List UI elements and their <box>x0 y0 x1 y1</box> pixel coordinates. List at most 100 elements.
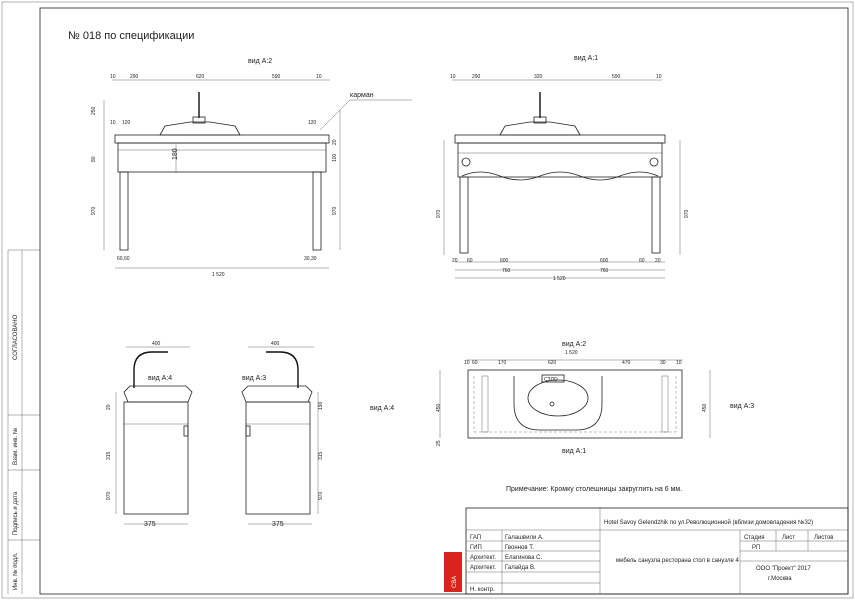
svg-text:ООО "Проект" 2017: ООО "Проект" 2017 <box>756 566 811 572</box>
margin-inv-orig: Инв. № подл. <box>12 552 19 590</box>
pocket-label: карман <box>350 92 374 99</box>
svg-text:20: 20 <box>452 258 458 264</box>
svg-text:г.Москва: г.Москва <box>768 576 792 582</box>
svg-text:Елагинова С.: Елагинова С. <box>505 555 542 561</box>
svg-text:970: 970 <box>332 206 338 215</box>
inner-frame <box>39 7 849 595</box>
svg-text:1 520: 1 520 <box>212 272 225 278</box>
svg-text:10: 10 <box>450 74 456 80</box>
svg-text:970: 970 <box>436 209 442 218</box>
svg-text:760: 760 <box>502 268 511 274</box>
svg-text:СЗЛО: СЗЛО <box>544 377 558 383</box>
note: Примечание: Кромку столешницы закруглить… <box>506 486 682 493</box>
svg-text:30,30: 30,30 <box>304 256 317 262</box>
plan-bottom-label: вид А:1 <box>562 448 586 455</box>
title-block: Hotel Savoy Gelendzhik по ул.Революционн… <box>444 507 849 595</box>
svg-text:190: 190 <box>318 401 324 410</box>
svg-text:250: 250 <box>91 106 97 115</box>
svg-text:970: 970 <box>318 491 324 500</box>
svg-text:970: 970 <box>106 491 112 500</box>
svg-text:Н. контр.: Н. контр. <box>470 587 495 593</box>
margin-strip: СОГЛАСОВАНО Взам. инв. № Подпись и дата … <box>7 249 40 594</box>
svg-text:Галайда В.: Галайда В. <box>505 564 536 571</box>
svg-text:320: 320 <box>534 74 543 80</box>
svg-text:20: 20 <box>655 258 661 264</box>
svg-text:10: 10 <box>110 74 116 80</box>
svg-text:600: 600 <box>600 258 609 264</box>
svg-text:Листов: Листов <box>814 535 834 541</box>
svg-text:Лист: Лист <box>782 535 795 541</box>
svg-text:20: 20 <box>332 139 338 145</box>
svg-text:60: 60 <box>467 258 473 264</box>
svg-text:60: 60 <box>639 258 645 264</box>
svg-text:970: 970 <box>684 209 690 218</box>
svg-text:10: 10 <box>464 360 470 366</box>
svg-text:60,60: 60,60 <box>117 256 130 262</box>
margin-agreed: СОГЛАСОВАНО <box>13 314 19 360</box>
view-a2-label: вид А:2 <box>248 58 272 65</box>
svg-text:Архитект.: Архитект. <box>470 555 496 561</box>
svg-text:400: 400 <box>271 341 280 347</box>
svg-text:Галашвили А.: Галашвили А. <box>505 535 544 541</box>
svg-text:590: 590 <box>272 74 281 80</box>
company-logo <box>444 552 462 592</box>
svg-text:Стадия: Стадия <box>744 535 764 541</box>
svg-text:375: 375 <box>144 521 156 528</box>
svg-text:120: 120 <box>308 120 317 126</box>
svg-text:290: 290 <box>130 74 139 80</box>
svg-text:Архитект.: Архитект. <box>470 565 496 571</box>
stage-value: РП <box>752 545 760 551</box>
svg-text:60: 60 <box>472 360 478 366</box>
svg-text:80: 80 <box>91 156 97 162</box>
svg-text:25: 25 <box>436 440 442 446</box>
plan-right-label: вид А:3 <box>730 403 754 410</box>
svg-text:970: 970 <box>91 206 97 215</box>
svg-text:10: 10 <box>656 74 662 80</box>
plan-view: вид А:2 1 520 10 60 170 620 470 30 10 СЗ… <box>436 341 754 455</box>
svg-text:10: 10 <box>110 120 116 126</box>
svg-text:30: 30 <box>660 360 666 366</box>
svg-text:450: 450 <box>436 403 442 412</box>
svg-text:760: 760 <box>600 268 609 274</box>
project-name: Hotel Savoy Gelendzhik по ул.Революционн… <box>604 519 813 526</box>
svg-text:620: 620 <box>196 74 205 80</box>
svg-text:180: 180 <box>172 148 179 160</box>
svg-text:120: 120 <box>122 120 131 126</box>
svg-text:400: 400 <box>152 341 161 347</box>
svg-text:1 520: 1 520 <box>553 276 566 282</box>
margin-inv: Взам. инв. № <box>12 428 19 465</box>
svg-text:600: 600 <box>500 258 509 264</box>
svg-text:315: 315 <box>106 451 112 460</box>
plan-left-label: вид А:4 <box>370 405 394 412</box>
view-side-a4: 400 вид А:4 20 315 970 375 <box>106 341 193 528</box>
svg-text:20: 20 <box>106 404 112 410</box>
svg-text:ГИП: ГИП <box>470 545 482 551</box>
side-a3-label: вид А:3 <box>242 375 266 382</box>
svg-text:450: 450 <box>702 403 708 412</box>
stamp-description: мебель санузла ресторана стол в санузле … <box>616 558 739 564</box>
view-a1-label: вид А:1 <box>574 55 598 62</box>
side-a4-label: вид А:4 <box>148 375 172 382</box>
svg-text:100: 100 <box>332 153 338 162</box>
a2-top-dims: 10 290 620 590 10 <box>110 74 322 80</box>
svg-text:ГАП: ГАП <box>470 535 481 541</box>
svg-text:Гвоннов Т.: Гвоннов Т. <box>505 545 534 551</box>
sheet-title: № 018 по спецификации <box>68 30 194 42</box>
svg-text:375: 375 <box>272 521 284 528</box>
view-a2-front: вид А:2 10 290 620 590 10 180 250 80 970… <box>91 58 412 278</box>
svg-text:590: 590 <box>612 74 621 80</box>
view-a1-front: вид А:1 10 290 320 590 10 970 970 20 60 … <box>436 55 690 282</box>
svg-text:СВА: СВА <box>452 576 458 588</box>
margin-sign: Подпись и дата <box>13 491 19 535</box>
plan-top-label: вид А:2 <box>562 341 586 348</box>
svg-text:1 520: 1 520 <box>565 350 578 356</box>
svg-text:315: 315 <box>318 451 324 460</box>
svg-text:290: 290 <box>472 74 481 80</box>
svg-text:170: 170 <box>498 360 507 366</box>
svg-text:10: 10 <box>316 74 322 80</box>
svg-text:10: 10 <box>676 360 682 366</box>
svg-text:620: 620 <box>548 360 557 366</box>
svg-text:470: 470 <box>622 360 631 366</box>
